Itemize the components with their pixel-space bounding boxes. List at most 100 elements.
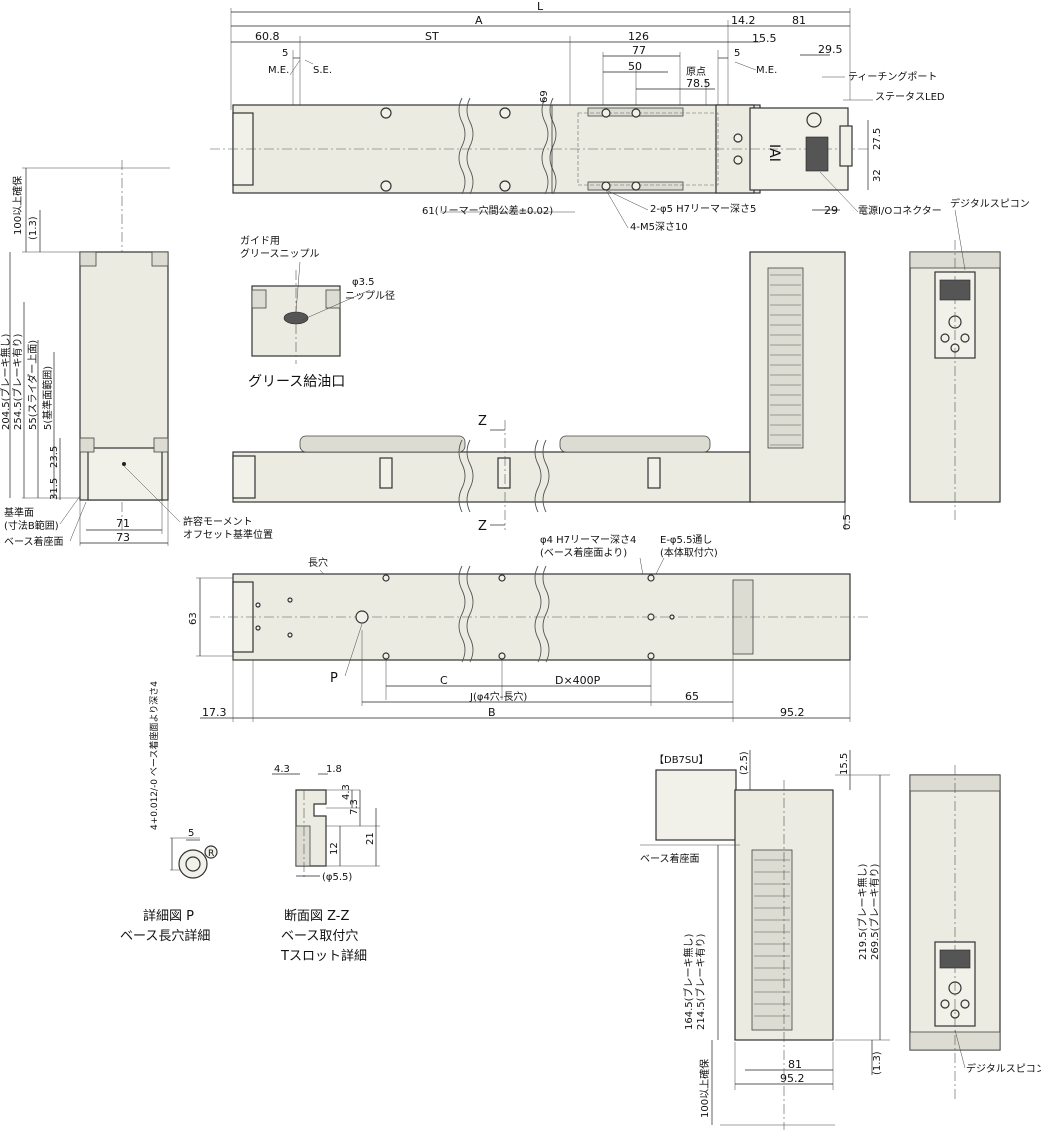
dim-1-3: (1.3)	[28, 216, 39, 240]
grease-title: グリース給油口	[248, 374, 345, 390]
label-ref-face: 基準面	[4, 506, 34, 519]
front-slider-hidden	[299, 435, 466, 453]
dim-60-8: 60.8	[255, 30, 280, 43]
db7su-dim-100: 100以上確保	[698, 1059, 711, 1118]
dim-L: L	[537, 0, 544, 13]
db7su-view: 【DB7SU】 (2.5) 15.5 ベース着座面 219.5(ブレーキ無し) …	[640, 750, 1041, 1130]
dim-0-5: 0.5	[842, 514, 853, 530]
db7su-dim-1-3: (1.3)	[872, 1051, 883, 1075]
label-body-mount: (本体取付穴)	[660, 546, 718, 559]
detail-p-title: 詳細図 P	[143, 908, 194, 924]
io-connector-icon	[805, 136, 829, 172]
label-me-right: M.E.	[756, 65, 777, 76]
dim-ST: ST	[425, 30, 439, 43]
label-z-top: Z	[478, 414, 487, 429]
dim-14-2: 14.2	[731, 14, 756, 27]
right-view: デジタルスピコン	[909, 197, 1030, 520]
dim-D400: D×400P	[555, 674, 601, 687]
detail-p-depth-label: 4+0.012/-0 ベース着座面より深さ4	[148, 681, 160, 830]
label-reamer-tol: 61(リーマー穴間公差±0.02)	[422, 204, 553, 217]
dim-81: 81	[792, 14, 806, 27]
status-led-icon	[839, 125, 853, 167]
db7su-slider	[655, 769, 737, 841]
grease-port-view: ガイド用 グリースニップル φ3.5 ニップル径 グリース給油口	[240, 235, 395, 390]
dim-32: 32	[872, 169, 883, 182]
dim-5-ref: 5(基準面範囲)	[41, 366, 54, 430]
label-tap: 4-M5深さ10	[630, 221, 688, 233]
detail-p-dim-5: 5	[188, 828, 194, 839]
label-me-left: M.E.	[268, 65, 289, 76]
label-z-bottom: Z	[478, 519, 487, 534]
db7su-dim-95-2: 95.2	[780, 1072, 805, 1085]
dim-204-5: 204.5(ブレーキ無し)	[0, 333, 12, 430]
zz-subtitle-1: ベース取付穴	[281, 929, 358, 944]
zz-subtitle-2: Tスロット詳細	[280, 948, 367, 964]
front-body	[232, 451, 754, 503]
dim-29-5: 29.5	[818, 43, 843, 56]
bottom-view: 長穴 φ4 H7リーマー深さ4 (ベース着座面より) E-φ5.5通し (本体取…	[188, 534, 870, 722]
label-phi-3-5: φ3.5	[352, 277, 375, 288]
db7su-dim-219-5: 219.5(ブレーキ無し)	[856, 863, 869, 960]
zz-dim-7-3: 7.3	[349, 799, 360, 815]
dim-17-3: 17.3	[202, 706, 227, 719]
label-power-io: 電源I/Oコネクター	[858, 204, 942, 217]
zz-dim-1-8: 1.8	[326, 764, 342, 775]
dim-50: 50	[628, 60, 642, 73]
zz-dim-21: 21	[365, 832, 376, 845]
db7su-dim-81: 81	[788, 1058, 802, 1071]
db7su-base-face: ベース着座面	[640, 852, 700, 865]
label-dowel: 2-φ5 H7リーマー深さ5	[650, 203, 756, 215]
label-P: P	[330, 671, 338, 686]
zz-title: 断面図 Z-Z	[284, 909, 350, 924]
detail-p: 4+0.012/-0 ベース着座面より深さ4 5 R 詳細図 P ベース長穴詳細	[120, 681, 218, 944]
label-origin: 原点	[686, 66, 706, 78]
dim-71: 71	[116, 517, 130, 530]
dim-15-5: 15.5	[752, 32, 777, 45]
dim-95-2: 95.2	[780, 706, 805, 719]
dim-5-right: 5	[734, 48, 740, 59]
dim-J: J(φ4穴-長穴)	[469, 690, 527, 703]
label-teaching-port: ティーチングポート	[848, 70, 937, 83]
dim-126: 126	[628, 30, 649, 43]
zz-dim-12: 12	[329, 842, 340, 855]
db7su-label-digital: デジタルスピコン	[966, 1062, 1041, 1075]
dim-78-5: 78.5	[686, 77, 711, 90]
db7su-tag: 【DB7SU】	[654, 754, 709, 766]
label-se: S.E.	[313, 65, 332, 76]
dim-23-5: 23.5	[49, 446, 60, 468]
dim-65: 65	[685, 690, 699, 703]
label-nipple: グリースニップル	[240, 247, 320, 260]
db7su-dim-214-5: 214.5(ブレーキ有り)	[694, 933, 707, 1030]
label-nipple-dia: ニップル径	[345, 289, 395, 302]
dim-73: 73	[116, 531, 130, 544]
detail-p-R: R	[208, 849, 214, 859]
zz-dim-4-3: 4.3	[274, 764, 290, 775]
label-digital-spcon: デジタルスピコン	[950, 197, 1030, 210]
label-reamer-from-base: (ベース着座面より)	[540, 546, 627, 559]
detail-p-subtitle: ベース長穴詳細	[120, 928, 210, 944]
dim-C: C	[440, 674, 448, 687]
label-ref-face-range: (寸法B範囲)	[4, 519, 59, 532]
dim-69: 69	[539, 90, 550, 103]
db7su-dim-2-5: (2.5)	[739, 751, 750, 775]
label-status-led: ステータスLED	[875, 91, 945, 103]
dim-254-5: 254.5(ブレーキ有り)	[11, 333, 24, 430]
dim-31-5: 31.5	[49, 478, 60, 500]
db7su-dim-164-5: 164.5(ブレーキ無し)	[682, 933, 695, 1030]
dim-29: 29	[824, 204, 838, 217]
label-guide: ガイド用	[240, 235, 280, 247]
left-slider	[87, 447, 163, 501]
dim-27-5: 27.5	[872, 128, 883, 150]
zz-dim-phi-5-5: (φ5.5)	[322, 872, 352, 883]
slot-hole-icon	[355, 610, 369, 624]
dim-5-left: 5	[282, 48, 288, 59]
iai-logo: IAI	[766, 144, 782, 162]
dim-A: A	[475, 14, 483, 27]
label-moment-2: オフセット基準位置	[183, 528, 273, 541]
dim-B: B	[488, 706, 496, 719]
label-thru: E-φ5.5通し	[660, 534, 712, 546]
dim-100-min: 100以上確保	[11, 176, 24, 235]
label-moment-1: 許容モーメント	[183, 515, 253, 528]
db7su-dim-15-5: 15.5	[839, 753, 850, 775]
